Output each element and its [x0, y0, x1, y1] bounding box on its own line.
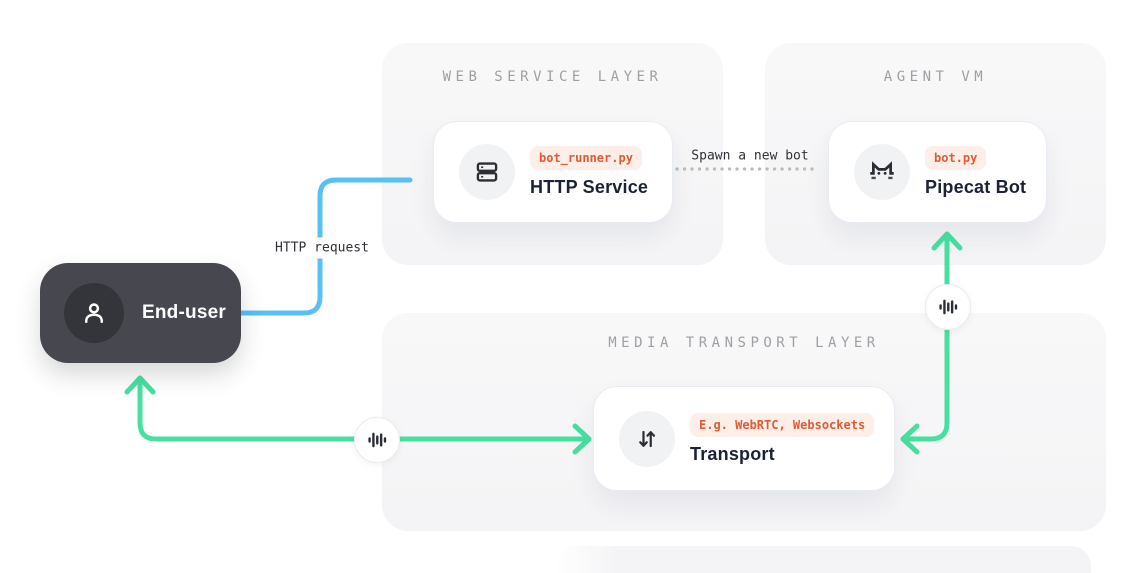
pipecat-bot-title: Pipecat Bot	[925, 177, 1027, 197]
web-service-layer-title: WEB SERVICE LAYER	[442, 69, 663, 85]
transport-example-badge: E.g. WebRTC, Websockets	[690, 412, 875, 437]
http-service-title: HTTP Service	[530, 177, 649, 197]
spawn-a-new-bot-label: Spawn a new bot	[691, 148, 809, 164]
http-service-card: bot_runner.py HTTP Service	[433, 121, 673, 223]
end-user-avatar	[64, 283, 124, 343]
pipecat-bot-card: bot.py Pipecat Bot	[828, 121, 1047, 223]
end-user-node: End-user	[40, 263, 241, 363]
transport-title: Transport	[690, 443, 775, 464]
transport-card: E.g. WebRTC, Websockets Transport	[593, 386, 895, 491]
arrowhead-up-end-user	[124, 375, 156, 395]
waveform-icon	[354, 417, 400, 463]
bottom-decoration-band	[555, 546, 1091, 573]
pipecat-cat-icon	[854, 144, 910, 200]
bot-py-badge: bot.py	[925, 146, 987, 170]
server-icon	[459, 144, 515, 200]
person-icon	[85, 303, 103, 323]
end-user-label: End-user	[142, 302, 226, 323]
up-down-arrows-icon	[619, 410, 675, 467]
media-transport-layer-title: MEDIA TRANSPORT LAYER	[608, 335, 880, 351]
agent-vm-title: AGENT VM	[883, 69, 988, 85]
http-request-label: HTTP request	[268, 237, 376, 259]
bot-runner-badge: bot_runner.py	[530, 146, 642, 170]
waveform-icon	[925, 284, 971, 330]
